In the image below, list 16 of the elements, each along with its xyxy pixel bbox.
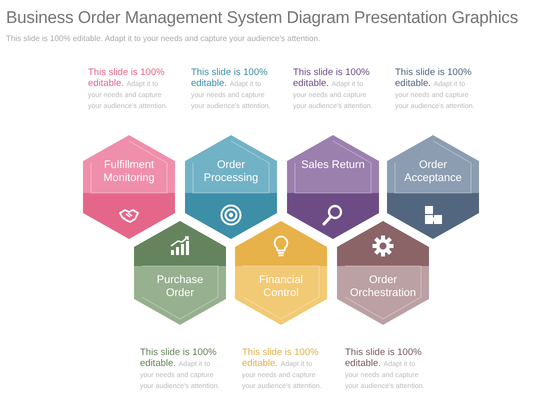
hexagon-tile	[235, 221, 327, 325]
hexagon-tile	[387, 135, 479, 239]
tile-label: Fulfillment Monitoring	[102, 159, 156, 185]
tile-label: Order Acceptance	[403, 159, 463, 185]
hexagon-tile	[185, 135, 277, 239]
tile-label: Order Orchestration	[348, 274, 418, 300]
subtitle: This slide is 100% editable. Adapt it to your needs and capture your audience's attention.	[6, 34, 320, 43]
tile-label: Financial Control	[258, 274, 304, 300]
hexagon-tile	[337, 221, 429, 325]
slide-title: Business Order Management System Diagram Presentation Graphics	[6, 8, 518, 28]
tile-label: Sales Return	[300, 159, 366, 172]
tile-label: Purchase Order	[156, 274, 204, 300]
hexagon-tile	[83, 135, 175, 239]
hexagon-tile	[287, 135, 379, 239]
tile-label: Order Processing	[202, 159, 260, 185]
hexagon-tile	[134, 221, 226, 325]
